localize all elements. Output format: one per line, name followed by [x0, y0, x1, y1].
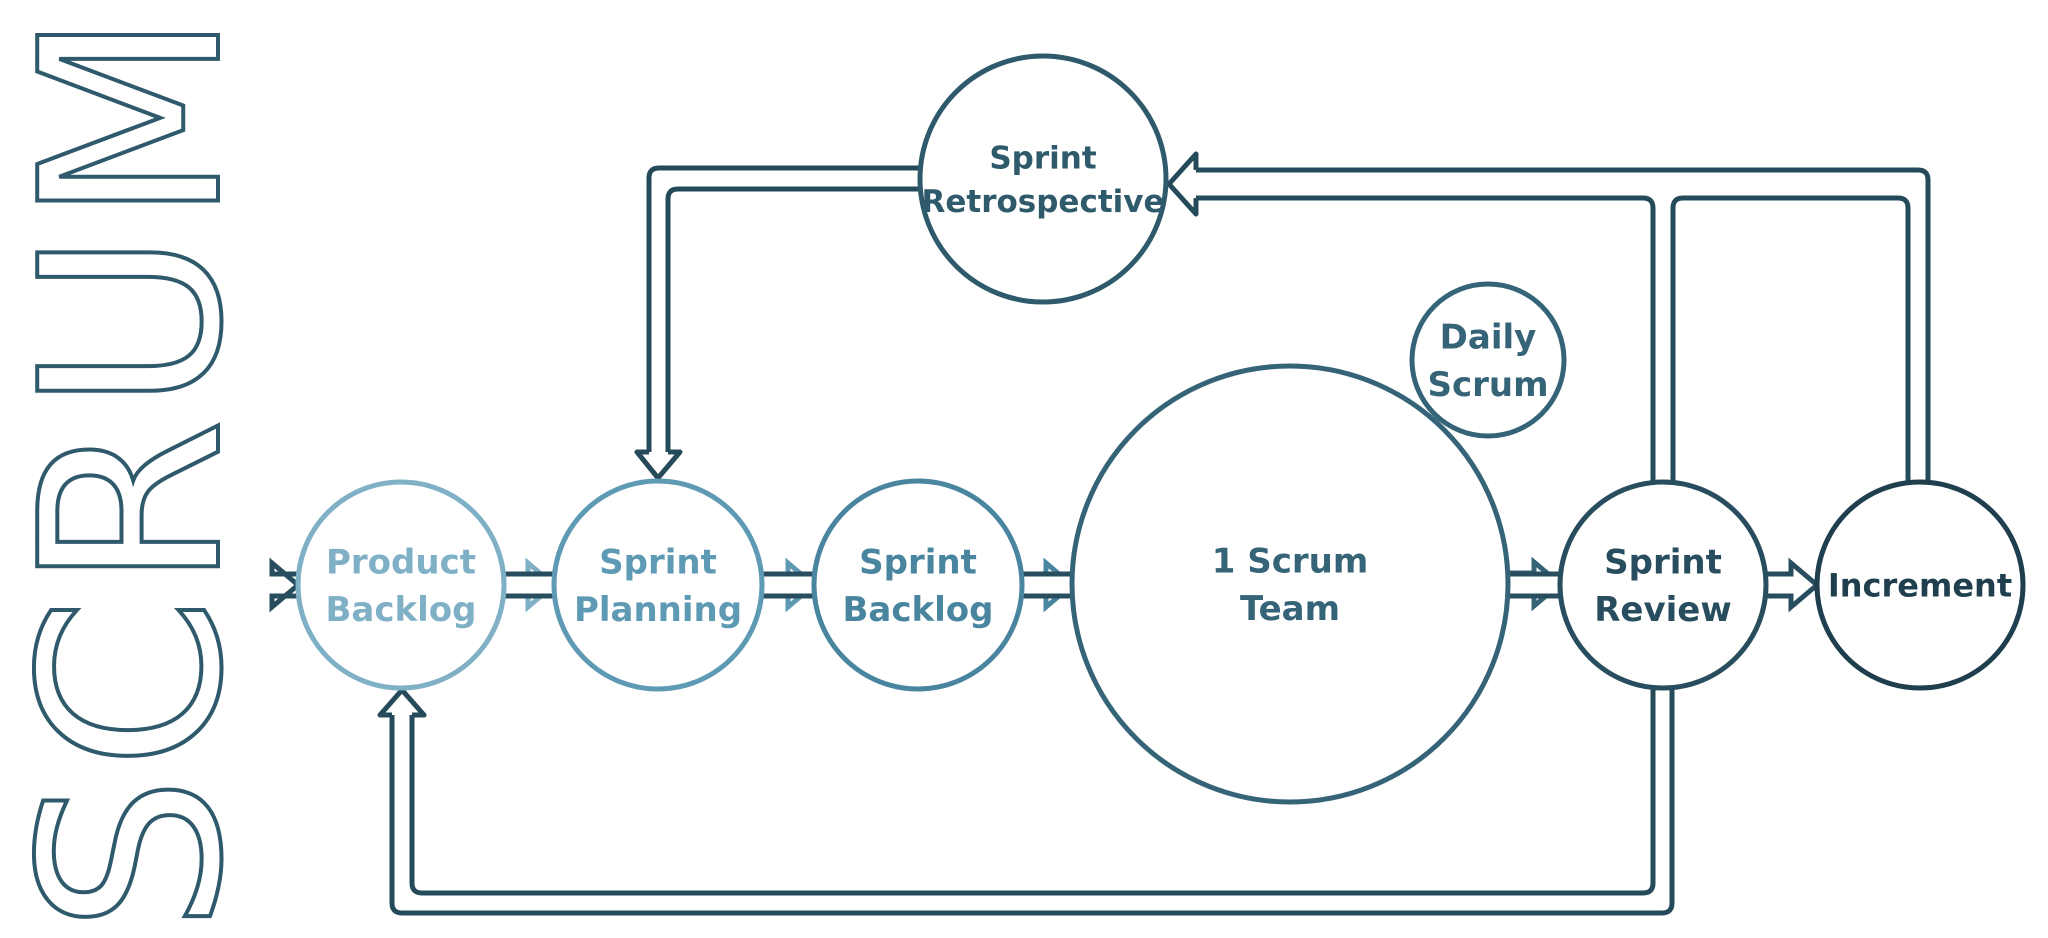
arrow-sprint-review-to-increment: [1763, 557, 1821, 613]
node-label: Retrospective: [921, 184, 1164, 220]
node-label: Backlog: [843, 590, 994, 630]
edge-review-to-product-backlog: [377, 687, 1675, 916]
node-label: Sprint: [599, 542, 717, 582]
node-label: Team: [1240, 589, 1340, 629]
node-label: Daily: [1440, 317, 1537, 357]
node-circle: [1069, 363, 1511, 805]
node-label: Review: [1594, 590, 1732, 630]
node-label: Increment: [1828, 567, 2012, 605]
node-circle: [1557, 479, 1769, 691]
node-circle: [917, 53, 1169, 305]
diagram-title: SCRUM: [0, 5, 277, 933]
node-label: Product: [326, 542, 476, 582]
nodes: ProductBacklogSprintPlanningSprintBacklo…: [295, 53, 2026, 805]
arrow-head-into-retrospective: [1166, 151, 1199, 217]
node-label: Backlog: [326, 590, 477, 630]
node-circle: [551, 478, 765, 692]
edge-review-increment-to-retrospective: [1166, 151, 1931, 483]
pipe-outer-line: [389, 687, 1675, 916]
pipe-inner-line: [409, 687, 1656, 896]
node-circle: [1814, 479, 2026, 691]
pipe-inner-line: [665, 186, 922, 452]
node-circle: [1409, 281, 1567, 439]
node-label: Sprint: [859, 542, 977, 582]
pipe-outer-line: [1196, 167, 1931, 483]
node-label: 1 Scrum: [1212, 541, 1369, 581]
pipe-outer-line: [646, 165, 922, 452]
node-label: Scrum: [1427, 365, 1548, 405]
node-label: Sprint: [989, 140, 1097, 176]
node-label: Sprint: [1604, 542, 1722, 582]
arrow-head-into-planning: [634, 449, 683, 481]
edge-retrospective-to-planning: [634, 165, 922, 481]
arrow-head-into-product-backlog: [377, 687, 427, 718]
pipe-increment-inner-line: [1670, 195, 1911, 483]
node-label: Planning: [574, 590, 742, 630]
node-circle: [811, 478, 1025, 692]
node-increment: Increment: [1814, 479, 2026, 691]
node-circle: [295, 479, 507, 691]
pipe-review-left-line: [1196, 195, 1656, 483]
